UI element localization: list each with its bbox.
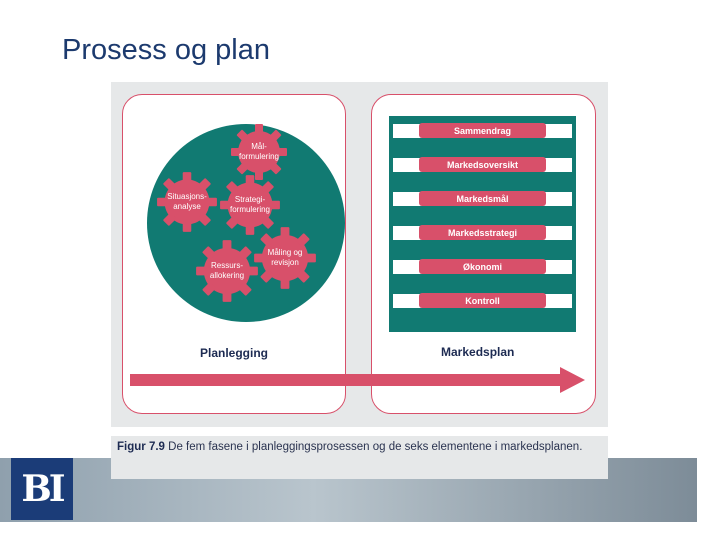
gear-label: Måling og revisjon [267, 248, 303, 267]
process-arrow [130, 367, 585, 393]
bi-logo: BI [11, 458, 73, 520]
plan-element-okonomi: Økonomi [419, 259, 546, 274]
planning-caption: Planlegging [200, 346, 269, 360]
slide-title: Prosess og plan [62, 34, 270, 66]
plan-element-sammendrag: Sammendrag [419, 123, 546, 138]
gear-label: Situasjons- analyse [167, 192, 207, 211]
plan-element-markedsstrategi: Markedsstrategi [419, 225, 546, 240]
marketing-plan-caption: Markedsplan [441, 345, 515, 359]
plan-element-kontroll: Kontroll [419, 293, 546, 308]
gear-maling-og-revisjon: Måling og revisjon [253, 226, 317, 290]
gear-ressursallokering: Ressurs- allokering [195, 239, 259, 303]
plan-element-markedsoversikt: Markedsoversikt [419, 157, 546, 172]
gear-malformulering: Mål- formulering [230, 123, 288, 181]
gear-label: Ressurs- allokering [209, 261, 245, 280]
figure-caption: Figur 7.9 De fem fasene i planleggingspr… [111, 436, 608, 479]
figure-caption-text: De fem fasene i planleggingsprosessen og… [168, 441, 583, 453]
plan-element-markedsmal: Markedsmål [419, 191, 546, 206]
gear-strategiformulering: Strategi- formulering [219, 174, 281, 236]
figure: Mål- formulering Situasjons- analyse Str… [111, 82, 608, 427]
gear-label: Mål- formulering [238, 142, 279, 161]
planning-panel: Mål- formulering Situasjons- analyse Str… [122, 94, 346, 414]
gear-label: Strategi- formulering [229, 195, 270, 214]
gear-situasjonsanalyse: Situasjons- analyse [156, 171, 218, 233]
figure-caption-label: Figur 7.9 [117, 441, 165, 453]
